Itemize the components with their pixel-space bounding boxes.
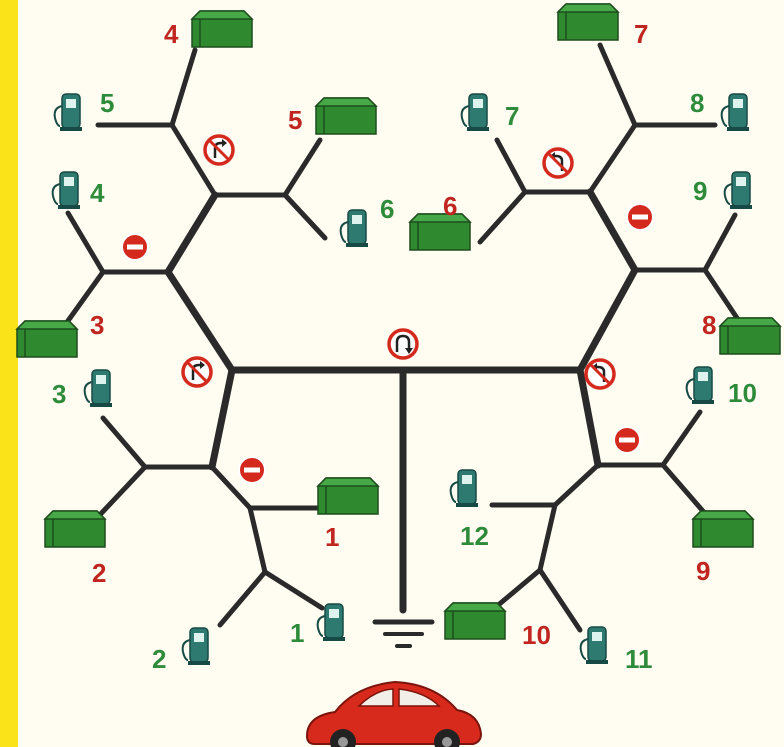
pump-label: 3 xyxy=(52,379,66,409)
house-icon xyxy=(17,321,77,357)
house-icon xyxy=(558,4,618,40)
pump-label: 5 xyxy=(100,88,114,118)
no-right-turn-sign xyxy=(183,358,211,386)
pump-label: 10 xyxy=(728,378,757,408)
house-icon xyxy=(192,11,252,47)
pump-label: 9 xyxy=(693,176,707,206)
pump-label: 12 xyxy=(460,521,489,551)
house-icon xyxy=(318,478,378,514)
no-entry-sign xyxy=(614,427,640,453)
house-label: 4 xyxy=(164,19,179,49)
pump-label: 2 xyxy=(152,644,166,674)
house-label: 9 xyxy=(696,556,710,586)
house-icon xyxy=(445,603,505,639)
pump-label: 6 xyxy=(380,194,394,224)
pump-label: 4 xyxy=(90,178,105,208)
house-icon xyxy=(410,214,470,250)
house-label: 2 xyxy=(92,558,106,588)
no-u-turn-sign xyxy=(389,330,417,358)
house-label: 10 xyxy=(522,620,551,650)
pump-label: 11 xyxy=(625,644,653,674)
house-icon xyxy=(316,98,376,134)
no-entry-sign xyxy=(627,204,653,230)
no-left-turn-sign xyxy=(586,360,614,388)
house-icon xyxy=(720,318,780,354)
pump-label: 8 xyxy=(690,88,704,118)
no-left-turn-sign xyxy=(205,136,233,164)
house-icon xyxy=(45,511,105,547)
house-label: 5 xyxy=(288,105,302,135)
house-label: 7 xyxy=(634,19,648,49)
pump-label: 7 xyxy=(505,101,519,131)
no-entry-sign xyxy=(122,234,148,260)
pump-label: 1 xyxy=(290,618,304,648)
house-label: 1 xyxy=(325,522,339,552)
house-label: 8 xyxy=(702,310,716,340)
no-entry-sign xyxy=(239,457,265,483)
no-right-turn-sign xyxy=(544,149,572,177)
house-icon xyxy=(693,511,753,547)
house-label: 6 xyxy=(443,191,457,221)
house-label: 3 xyxy=(90,310,104,340)
